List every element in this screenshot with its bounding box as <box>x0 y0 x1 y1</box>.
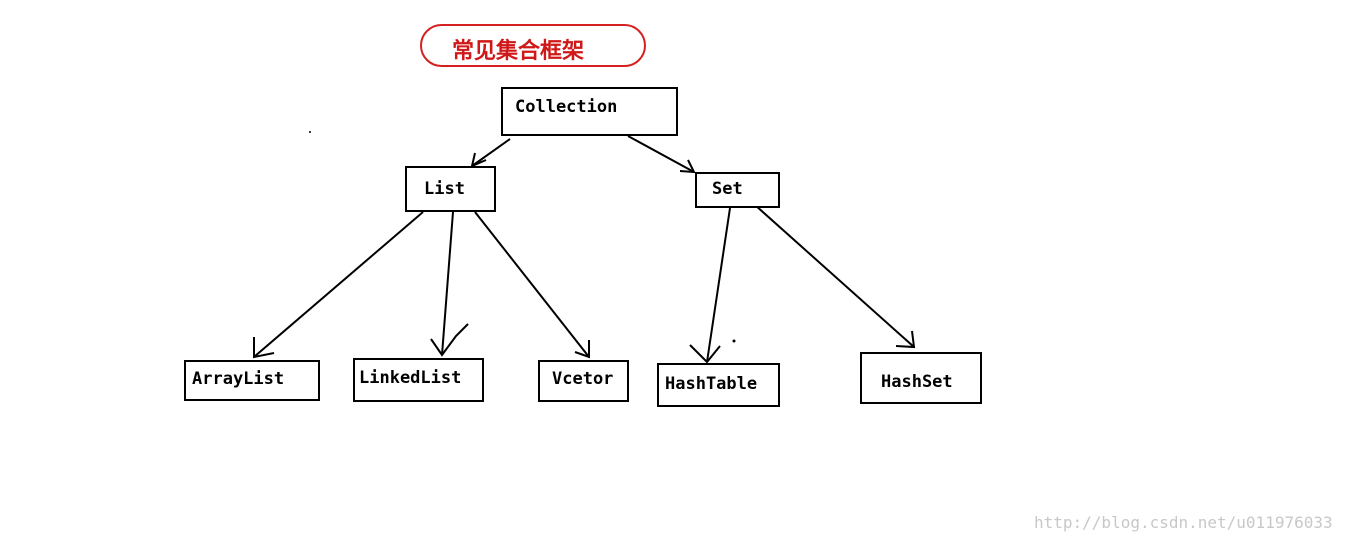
node-arraylist: ArrayList <box>184 360 320 401</box>
edge-set-hashtable <box>706 207 731 363</box>
arrowhead-hashtable <box>689 344 721 364</box>
node-collection: Collection <box>501 87 678 136</box>
node-set: Set <box>695 172 780 208</box>
edge-set-hashset <box>754 204 915 348</box>
diagram-title-badge: 常见集合框架 <box>420 24 646 67</box>
node-hashtable: HashTable <box>657 363 780 407</box>
node-label: Set <box>712 179 743 199</box>
arrowhead-set <box>679 159 696 174</box>
node-hashset: HashSet <box>860 352 982 404</box>
watermark-url: http://blog.csdn.net/u011976033 <box>1034 513 1333 532</box>
edge-list-arraylist <box>253 211 424 358</box>
node-list: List <box>405 166 496 212</box>
edge-collection-list <box>471 138 511 167</box>
node-label: Vcetor <box>552 369 614 389</box>
arrowhead-arraylist <box>253 337 275 359</box>
node-label: List <box>424 179 465 199</box>
edge-list-linkedlist <box>441 211 454 356</box>
diagram-title: 常见集合框架 <box>452 38 585 64</box>
edge-list-vcetor <box>474 211 590 358</box>
node-label: Collection <box>515 97 618 117</box>
node-linkedlist: LinkedList <box>353 358 484 402</box>
arrowhead-hashset <box>895 330 916 349</box>
stray-dot <box>732 339 736 343</box>
node-label: ArrayList <box>192 369 285 389</box>
edge-collection-set <box>627 135 695 173</box>
node-label: HashTable <box>665 374 758 394</box>
arrowhead-list <box>470 152 487 168</box>
arrowhead-linkedlist <box>430 323 469 357</box>
node-label: LinkedList <box>359 368 462 388</box>
node-vcetor: Vcetor <box>538 360 629 402</box>
node-label: HashSet <box>881 372 953 392</box>
stray-dot <box>309 131 311 133</box>
arrowhead-vcetor <box>574 340 590 359</box>
